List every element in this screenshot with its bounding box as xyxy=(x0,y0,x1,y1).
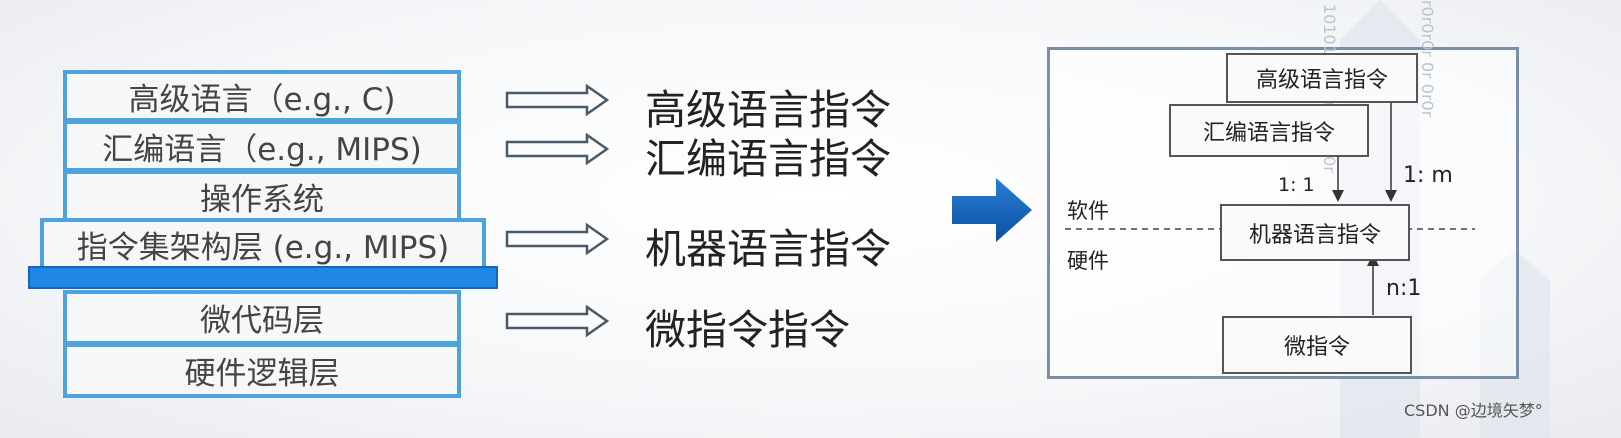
hollow-arrow-icon xyxy=(505,305,610,337)
layer-label: 微代码层 xyxy=(200,303,324,339)
big-blue-arrow-icon xyxy=(952,178,1032,242)
layer-hardware-logic: 硬件逻辑层 xyxy=(63,343,461,398)
ratio-assembly-label: 1: 1 xyxy=(1278,174,1315,196)
binary-watermark-decoration: r0r0r0r 0r 0r0r xyxy=(1418,0,1437,118)
box-assembly-instruction: 汇编语言指令 xyxy=(1169,104,1369,157)
box-micro-instruction: 微指令 xyxy=(1222,316,1412,374)
hollow-arrow-icon xyxy=(505,223,610,255)
box-label: 机器语言指令 xyxy=(1248,222,1381,248)
layer-label: 汇编语言（e.g., MIPS) xyxy=(102,131,422,168)
instruction-label-high-level: 高级语言指令 xyxy=(645,86,891,134)
isa-boundary-bar xyxy=(28,266,498,289)
software-label: 软件 xyxy=(1067,199,1109,223)
box-label: 微指令 xyxy=(1283,335,1350,360)
box-machine-instruction: 机器语言指令 xyxy=(1220,204,1410,261)
layer-label: 指令集架构层 (e.g., MIPS) xyxy=(76,229,450,266)
instruction-label-micro: 微指令指令 xyxy=(645,306,850,354)
instruction-label-assembly: 汇编语言指令 xyxy=(645,135,891,183)
hollow-arrow-icon xyxy=(505,84,610,116)
box-high-level-instruction: 高级语言指令 xyxy=(1226,53,1418,103)
csdn-watermark: CSDN @边境矢梦° xyxy=(1404,401,1543,420)
hollow-arrow-icon xyxy=(505,133,610,165)
hardware-label: 硬件 xyxy=(1067,249,1109,273)
ratio-micro-label: n:1 xyxy=(1386,276,1422,301)
layer-label: 硬件逻辑层 xyxy=(184,356,340,392)
box-label: 汇编语言指令 xyxy=(1202,120,1335,146)
layer-label: 操作系统 xyxy=(200,181,324,218)
layer-label: 高级语言（e.g., C) xyxy=(128,81,396,118)
box-label: 高级语言指令 xyxy=(1255,68,1388,93)
layer-isa: 指令集架构层 (e.g., MIPS) xyxy=(40,218,486,270)
instruction-label-machine: 机器语言指令 xyxy=(645,225,891,273)
layer-assembly-language: 汇编语言（e.g., MIPS) xyxy=(63,120,461,172)
ratio-high-level-label: 1: m xyxy=(1403,163,1453,188)
mapping-arrows xyxy=(1332,103,1397,315)
layer-high-level-language: 高级语言（e.g., C) xyxy=(63,70,461,122)
layer-operating-system: 操作系统 xyxy=(63,170,461,222)
layer-microcode: 微代码层 xyxy=(63,290,461,345)
